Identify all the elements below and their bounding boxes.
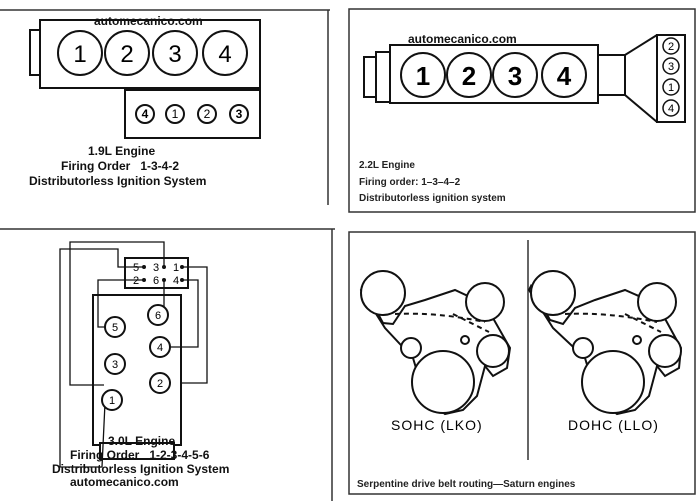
coil-terminal-label: 1 xyxy=(668,82,674,94)
coil-terminal xyxy=(165,104,185,124)
watermark: automecanico.com xyxy=(70,475,179,489)
crank-pulley xyxy=(411,350,475,414)
coil-terminal xyxy=(662,78,680,96)
cylinder-label: 3 xyxy=(508,61,522,91)
caption-line-3: Distributorless Ignition System xyxy=(29,174,207,188)
coil-terminal-label: 5 xyxy=(133,262,139,274)
alternator-pulley xyxy=(530,270,576,316)
cylinder-label: 4 xyxy=(557,61,572,91)
spark-plug-wires xyxy=(59,241,208,468)
cylinder-label: 2 xyxy=(157,378,163,390)
coil-terminal-label: 6 xyxy=(153,275,159,287)
ps-pump-pulley xyxy=(465,282,505,322)
cylinder-2 xyxy=(446,52,492,98)
caption-line-2: Firing order: 1–3–4–2 xyxy=(359,177,461,188)
cylinder-label: 1 xyxy=(73,41,86,68)
idler-pulley xyxy=(572,337,594,359)
coil-terminal-label: 3 xyxy=(236,107,243,121)
cylinder-1 xyxy=(400,52,446,98)
cylinder-3 xyxy=(104,353,126,375)
panel-border xyxy=(348,8,696,213)
crank-pulley xyxy=(29,29,41,76)
watermark: automecanico.com xyxy=(408,32,517,46)
cylinder-6 xyxy=(147,304,169,326)
coil-terminal xyxy=(229,104,249,124)
cylinder-label: 5 xyxy=(112,322,118,334)
alternator-pulley xyxy=(360,270,406,316)
caption-line-3: Distributorless ignition system xyxy=(359,193,506,204)
coil-terminal xyxy=(135,104,155,124)
ps-pump-pulley xyxy=(637,282,677,322)
caption-line-1: 3.0L Engine xyxy=(108,434,176,448)
cylinder-label: 2 xyxy=(462,61,476,91)
sohc-label: SOHC (LKO) xyxy=(391,417,483,433)
coil-terminal-label: 3 xyxy=(668,61,674,73)
cylinder-label: 3 xyxy=(168,41,181,68)
cylinder-label: 4 xyxy=(218,41,231,68)
coil-pack xyxy=(124,257,189,289)
cylinder-4 xyxy=(202,30,248,76)
connector-edge xyxy=(624,34,658,56)
cylinder-1 xyxy=(101,389,123,411)
caption-line-2: Firing Order 1-3-4-2 xyxy=(61,159,180,173)
idler-pulley xyxy=(400,337,422,359)
coil-terminal-label: 4 xyxy=(173,275,179,287)
dohc-label: DOHC (LLO) xyxy=(568,417,659,433)
sohc-belt-diagram xyxy=(359,270,512,416)
diagram-3-0l: 5 3 1 2 6 4 5 3 1 6 4 2 xyxy=(0,228,335,501)
caption: Serpentine drive belt routing—Saturn eng… xyxy=(357,479,576,490)
caption-line-3: Distributorless Ignition System xyxy=(52,462,230,476)
cylinder-label: 1 xyxy=(109,395,115,407)
coil-terminal xyxy=(662,37,680,55)
coil-terminal-label: 2 xyxy=(204,107,211,121)
caption-line-1: 2.2L Engine xyxy=(359,160,415,171)
diagram-belt-routing: SOHC (LKO) DOHC (LLO) xyxy=(348,231,696,495)
dohc-belt-diagram xyxy=(527,270,683,416)
coil-terminal-label: 4 xyxy=(142,107,149,121)
diagram-2-2l: 1 2 3 4 2 3 1 4 xyxy=(348,8,696,213)
coil-terminal-label: 1 xyxy=(172,107,179,121)
coil-connector xyxy=(597,54,626,96)
crank-pulley xyxy=(581,350,645,414)
panel-border xyxy=(348,231,696,495)
coil-terminal xyxy=(662,57,680,75)
coil-terminal xyxy=(662,99,680,117)
coil-terminal-label: 3 xyxy=(153,262,159,274)
coil-terminal-label: 2 xyxy=(133,275,139,287)
coil-terminal-label: 1 xyxy=(173,262,179,274)
ac-pulley xyxy=(648,334,682,368)
diagram-1-9l: 1 2 3 4 4 1 2 3 xyxy=(0,9,330,205)
caption-line-1: 1.9L Engine xyxy=(88,144,156,158)
cylinder-3 xyxy=(492,52,538,98)
caption-line-2: Firing Order 1-2-3-4-5-6 xyxy=(70,448,210,462)
cylinder-label: 6 xyxy=(155,310,161,322)
cylinder-2 xyxy=(149,372,171,394)
cylinder-2 xyxy=(104,30,150,76)
engine-base xyxy=(99,442,175,460)
cylinder-label: 4 xyxy=(157,342,163,354)
connector-edge xyxy=(624,94,658,123)
coil-terminal-label: 4 xyxy=(668,103,674,115)
cylinder-3 xyxy=(152,30,198,76)
tensioner xyxy=(632,335,642,345)
pulley-hub xyxy=(375,51,391,103)
crank-pulley xyxy=(363,56,377,98)
cylinder-4 xyxy=(149,336,171,358)
coil-terminal-label: 2 xyxy=(668,41,674,53)
cylinder-1 xyxy=(57,30,103,76)
coil-terminal xyxy=(197,104,217,124)
ac-pulley xyxy=(476,334,510,368)
cylinder-4 xyxy=(541,52,587,98)
tensioner xyxy=(460,335,470,345)
cylinder-5 xyxy=(104,316,126,338)
cylinder-label: 1 xyxy=(416,61,430,91)
watermark: automecanico.com xyxy=(94,14,203,28)
cylinder-label: 3 xyxy=(112,359,118,371)
cylinder-label: 2 xyxy=(120,41,133,68)
